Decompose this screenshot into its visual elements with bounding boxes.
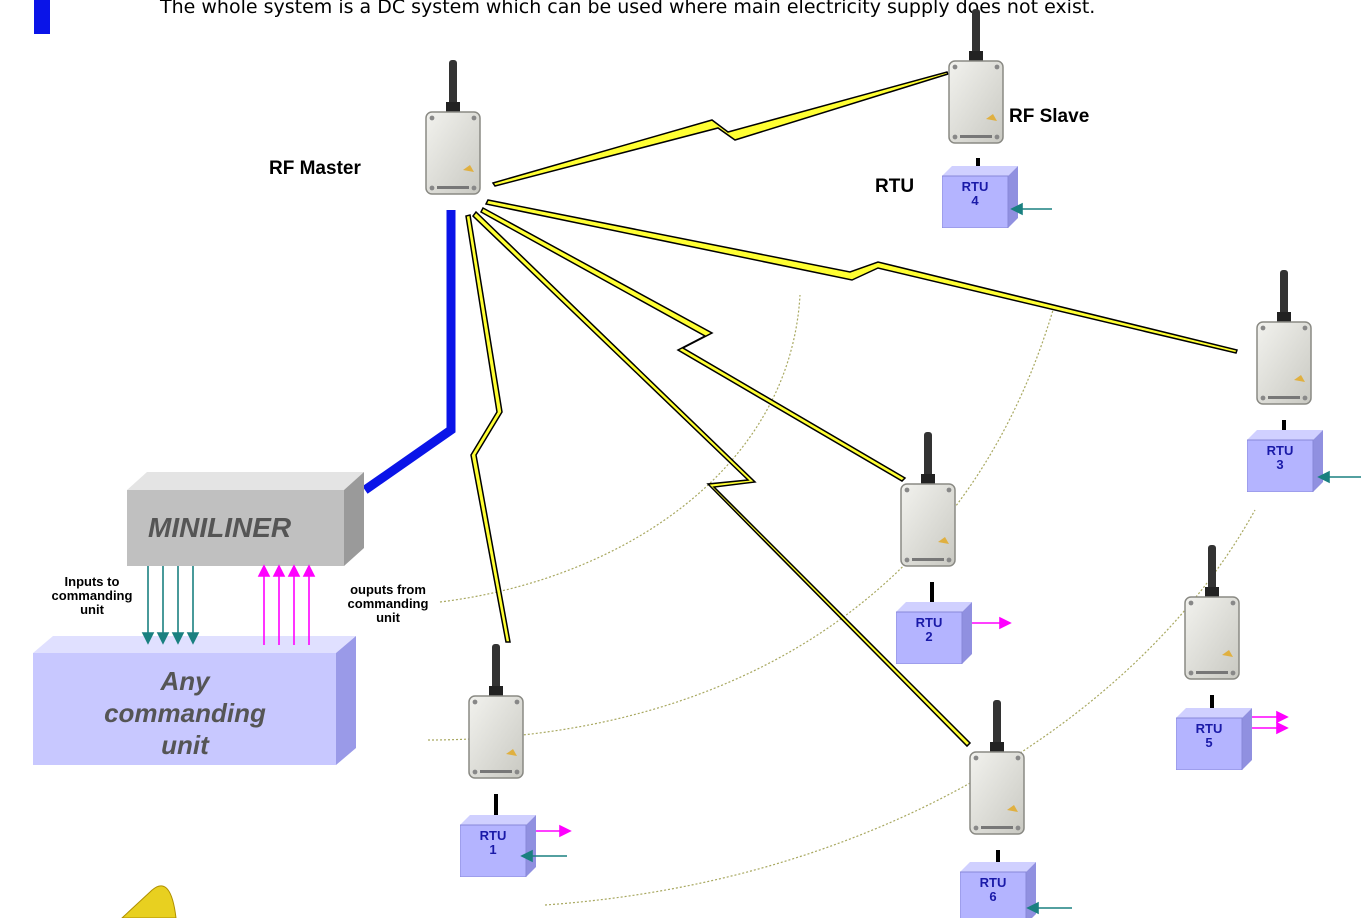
outputs-label: ouputs from commanding unit [347, 582, 429, 625]
output-arrows [257, 564, 316, 645]
lightning-link-icon [480, 206, 907, 482]
miniliner-label: MINILINER [148, 512, 292, 543]
commanding-unit-box [33, 636, 356, 765]
header-text: The whole system is a DC system which ca… [160, 0, 1096, 18]
rf-slave-device-4 [948, 9, 1004, 144]
lightning-link-icon [472, 210, 972, 748]
bullet-marker [34, 0, 50, 34]
arrow-icon [536, 824, 572, 838]
lightning-link-icon [484, 199, 1238, 354]
rf-slave-device-3 [1256, 270, 1312, 405]
speaker-icon [121, 885, 177, 918]
rf-slave-device-1 [468, 644, 524, 779]
rf-slave-device-2 [900, 432, 956, 567]
rf-slave-device-5 [1184, 545, 1240, 680]
inputs-label: Inputs to commanding unit [51, 574, 133, 617]
range-arcs [427, 294, 1256, 906]
rf-slave-device-6 [969, 700, 1025, 835]
arrow-icon [1252, 710, 1289, 735]
lightning-link-icon [491, 71, 950, 187]
arrow-icon [1010, 202, 1052, 216]
arrow-icon [972, 616, 1012, 630]
lightning-link-icon [465, 214, 511, 643]
arrow-icon [520, 849, 567, 863]
commanding-unit-label: Any commanding unit [104, 666, 266, 760]
rf-master-device [425, 60, 481, 195]
rf-master-label: RF Master [269, 158, 361, 179]
serial-cable [362, 210, 456, 494]
rtu-caption-label: RTU [875, 176, 915, 197]
input-arrows [141, 566, 200, 645]
lightning-links [465, 71, 1238, 748]
arrow-icon [1026, 901, 1072, 915]
miniliner-box [127, 472, 364, 566]
arrow-icon [1317, 470, 1361, 484]
rf-slave-label: RF Slave [1009, 106, 1090, 127]
